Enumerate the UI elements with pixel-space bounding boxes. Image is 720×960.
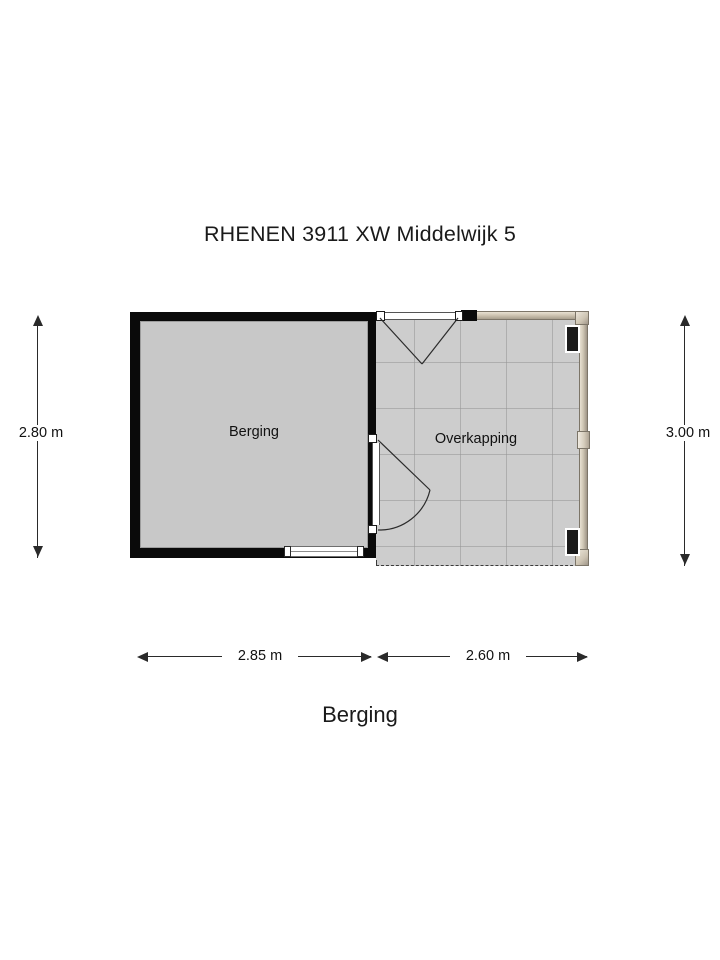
door-leaf-middle [372, 443, 380, 525]
door-jamb-top-left-icon [376, 311, 385, 321]
window-symbol-bottom [290, 546, 358, 557]
dimension-line-right [684, 318, 686, 566]
door-jamb-middle-bottom-icon [368, 525, 377, 534]
door-jamb-middle-top-icon [368, 434, 377, 443]
door-jamb-top-right-icon [455, 311, 463, 321]
room-label-berging: Berging [229, 424, 279, 440]
dimension-arrow-right-top [680, 315, 690, 326]
dimension-arrow-br-start [377, 652, 388, 662]
dimension-label-left: 2.80 m [6, 425, 76, 441]
open-edge-dashed-bottom [376, 565, 588, 566]
dimension-arrow-right-bottom [680, 554, 690, 565]
dimension-arrow-bl-end [361, 652, 372, 662]
timber-mid-joint-icon [577, 431, 590, 449]
plan-caption: Berging [322, 702, 398, 727]
dimension-arrow-bl-start [137, 652, 148, 662]
dimension-label-bottom-right: 2.60 m [450, 648, 526, 664]
door-leaf-top [385, 312, 455, 320]
dimension-label-right: 3.00 m [652, 425, 720, 441]
page-title: RHENEN 3911 XW Middelwijk 5 [203, 222, 517, 246]
room-label-overkapping: Overkapping [434, 431, 518, 447]
berging-floor [140, 321, 368, 548]
window-jamb-left-icon [284, 546, 291, 557]
column-post-bottom-right [565, 528, 580, 556]
dimension-arrow-br-end [577, 652, 588, 662]
dimension-label-bottom-left: 2.85 m [222, 648, 298, 664]
column-post-top-right [565, 325, 580, 353]
dimension-arrow-left-bottom [33, 546, 43, 557]
open-edge-dashed-left [376, 560, 377, 566]
timber-corner-joint-icon [575, 311, 589, 325]
window-jamb-right-icon [357, 546, 364, 557]
wall-stub-top [461, 310, 477, 321]
dimension-arrow-left-top [33, 315, 43, 326]
timber-beam-top [474, 311, 588, 320]
